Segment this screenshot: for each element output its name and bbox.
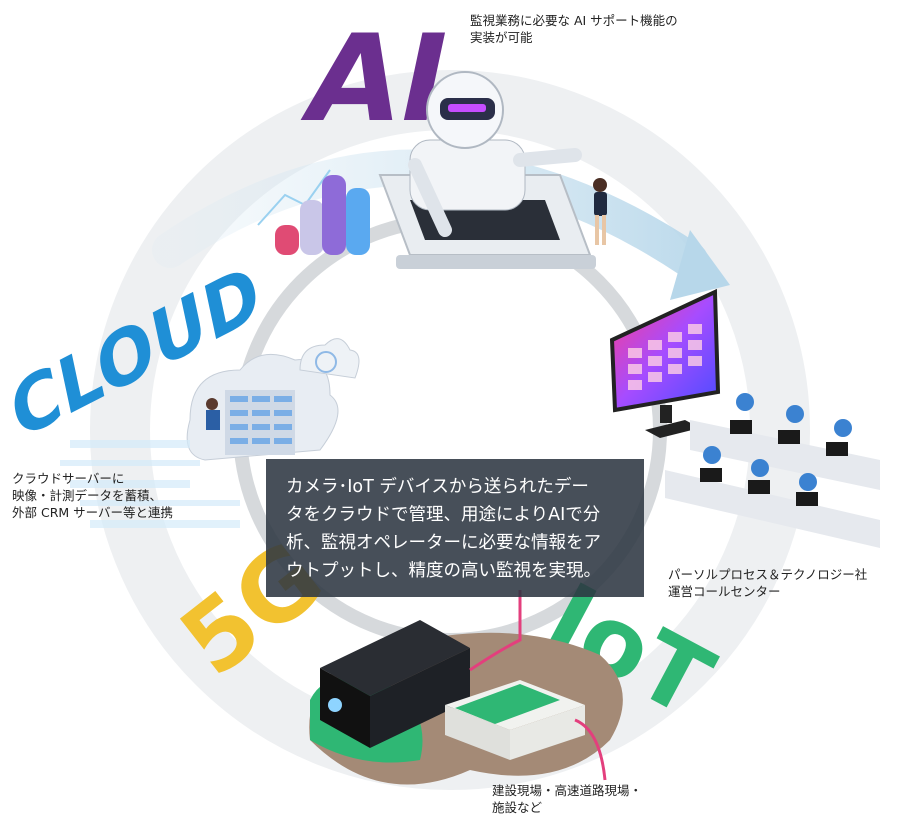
cloud-caption-line-3: 外部 CRM サーバー等と連携 — [12, 505, 174, 520]
call-center-caption: パーソルプロセス＆テクノロジー社 運営コールセンター — [668, 566, 867, 600]
ai-caption: 監視業務に必要な AI サポート機能の 実装が可能 — [470, 12, 678, 46]
site-caption: 建設現場・高速道路現場・ 施設など — [492, 782, 642, 816]
site-caption-line-2: 施設など — [492, 800, 543, 815]
center-description-line-4: ウトプットし、精度の高い監視を実現。 — [286, 561, 601, 581]
cloud-caption: クラウドサーバーに 映像・計測データを蓄積、 外部 CRM サーバー等と連携 — [12, 470, 173, 521]
site-caption-line-1: 建設現場・高速道路現場・ — [492, 783, 643, 798]
cloud-caption-line-2: 映像・計測データを蓄積、 — [12, 488, 163, 503]
ai-caption-line-2: 実装が可能 — [470, 30, 533, 45]
router-icon — [445, 680, 585, 760]
monitor-icon — [609, 288, 721, 438]
cable-upper — [469, 590, 522, 672]
center-description-line-3: 析、監視オペレーターに必要な情報をア — [286, 533, 601, 553]
cloud-server-icon — [186, 353, 339, 461]
sync-cloud-icon — [299, 338, 360, 379]
businesswoman-icon — [593, 178, 607, 245]
center-description: カメラ･IoT デバイスから送られたデー タをクラウドで管理、用途によりAIで分… — [266, 459, 644, 597]
cloud-caption-line-1: クラウドサーバーに — [12, 471, 125, 486]
call-center-caption-line-1: パーソルプロセス＆テクノロジー社 — [668, 567, 868, 582]
center-description-line-2: タをクラウドで管理、用途によりAIで分 — [286, 505, 601, 525]
call-center-caption-line-2: 運営コールセンター — [668, 584, 781, 599]
call-center-icon — [665, 393, 880, 548]
data-stream — [60, 440, 240, 528]
bar-chart-icon — [257, 169, 370, 255]
robot-icon — [408, 71, 582, 237]
center-description-line-1: カメラ･IoT デバイスから送られたデー — [286, 477, 589, 497]
ai-caption-line-1: 監視業務に必要な AI サポート機能の — [470, 13, 678, 28]
cable-lower — [574, 718, 607, 781]
flow-arrow-head — [670, 230, 730, 300]
edge-device-icon — [320, 620, 470, 748]
